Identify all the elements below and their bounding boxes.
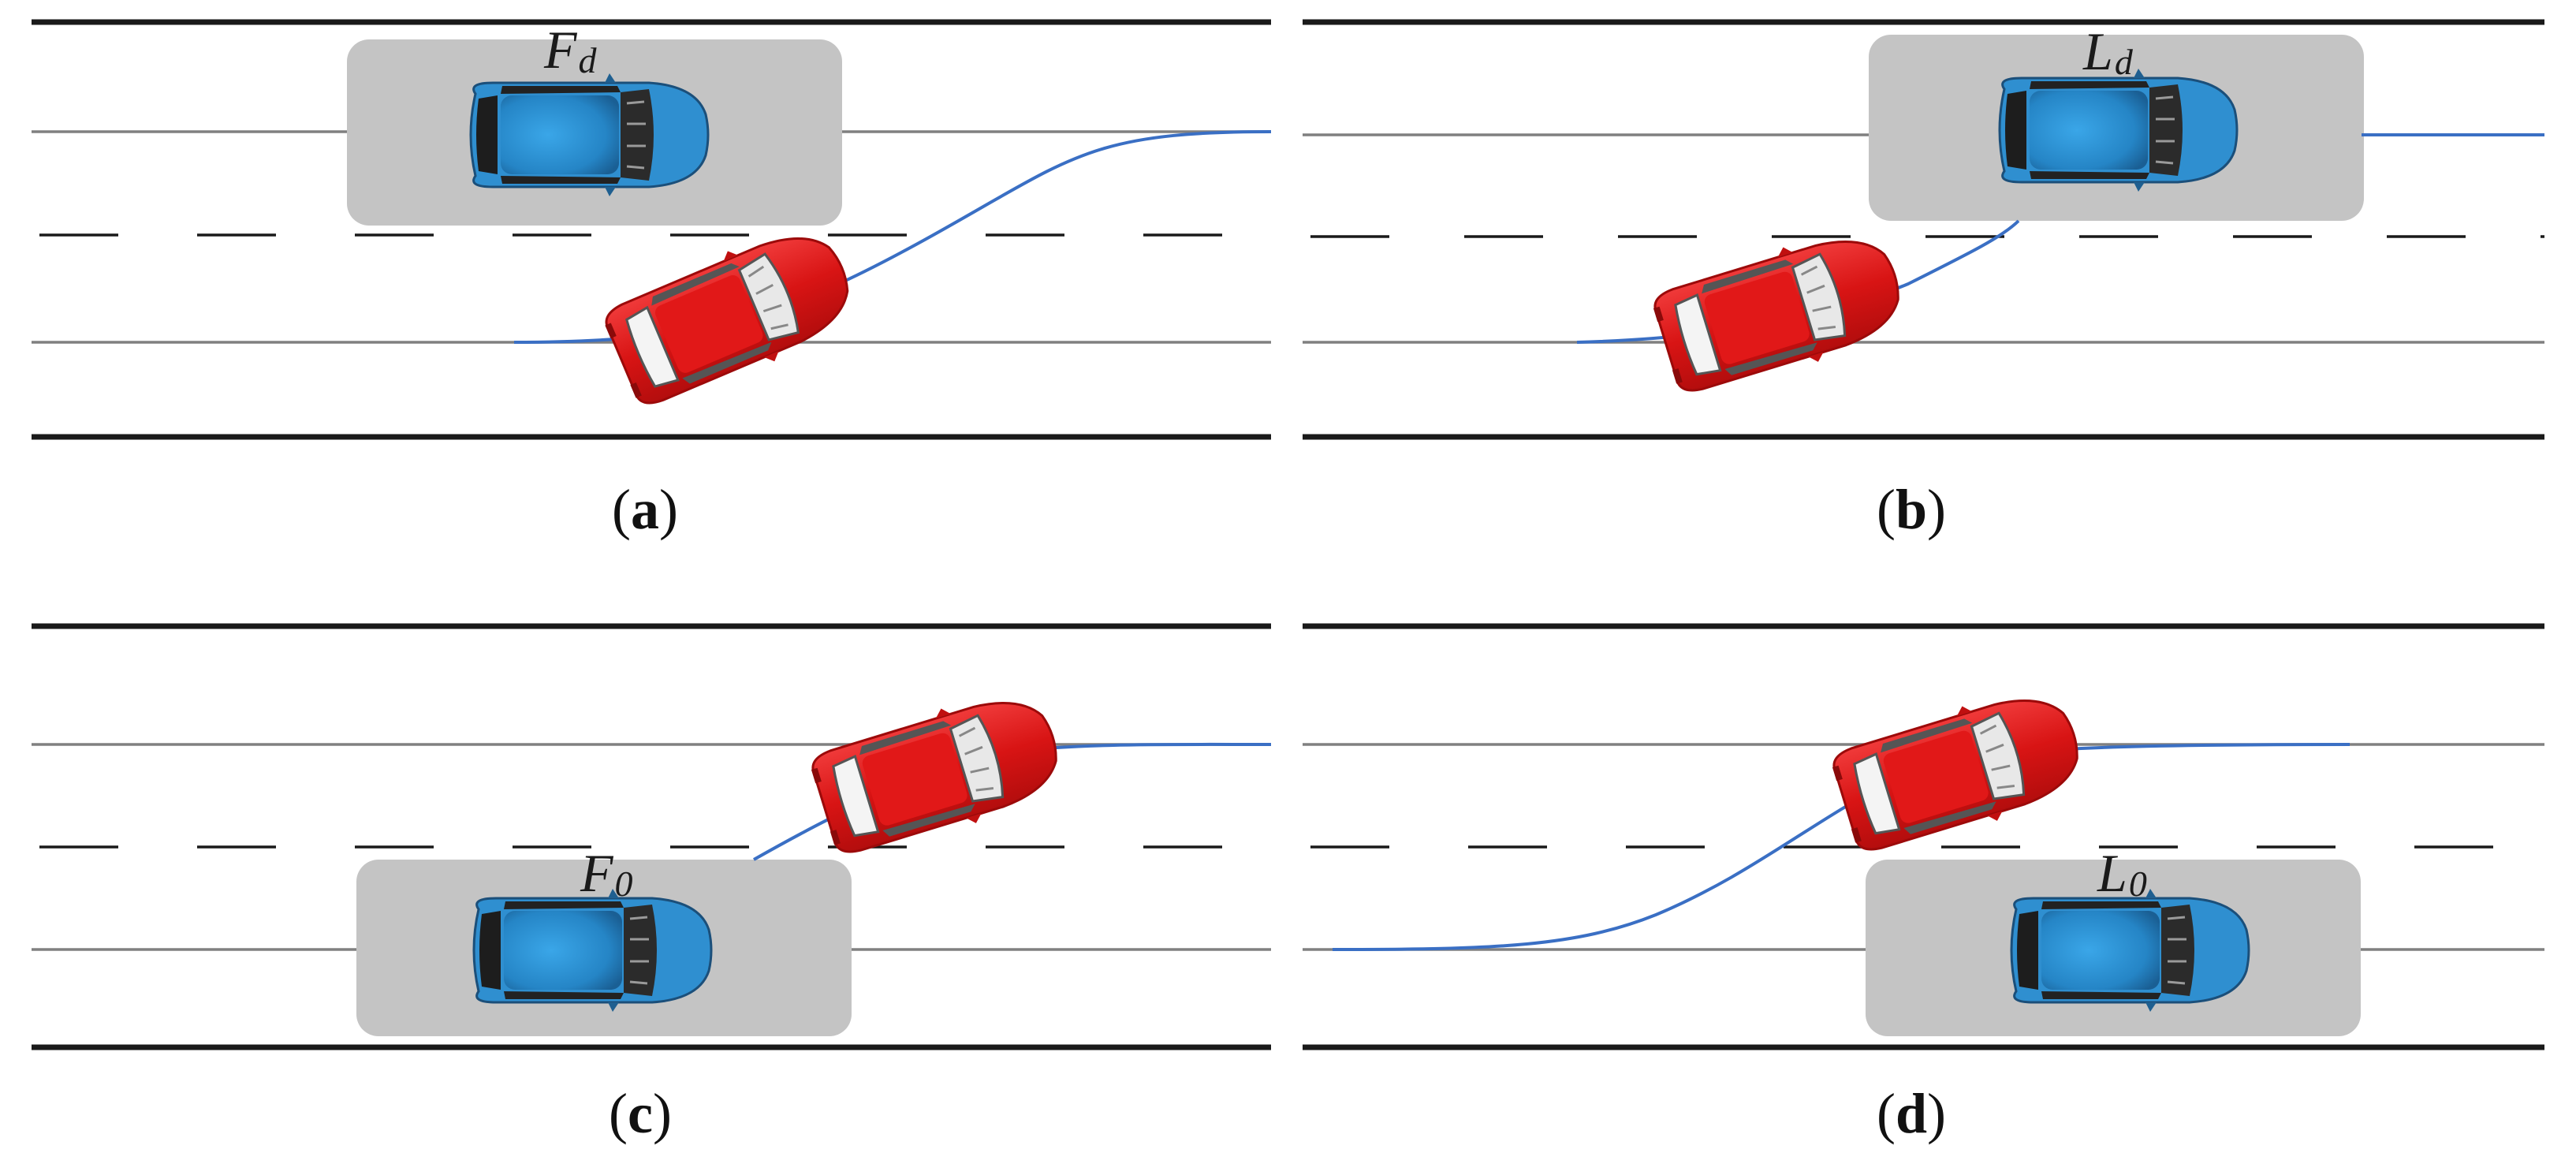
vehicle-label: Fd bbox=[543, 20, 598, 80]
caption: (b) bbox=[1877, 478, 1946, 541]
panel-b: Ld (b) bbox=[1303, 19, 2544, 541]
ego-vehicle bbox=[1646, 217, 1914, 405]
ego-vehicle bbox=[803, 678, 1072, 867]
ego-vehicle bbox=[595, 211, 867, 419]
caption: (c) bbox=[609, 1082, 672, 1145]
other-vehicle bbox=[469, 72, 710, 198]
caption: (a) bbox=[612, 478, 678, 541]
road-a bbox=[32, 19, 1271, 440]
other-vehicle bbox=[472, 887, 713, 1013]
other-vehicle bbox=[1998, 67, 2239, 193]
panel-c: F0 (c) bbox=[32, 623, 1272, 1145]
panel-a: Fd (a) bbox=[32, 19, 1272, 541]
caption: (d) bbox=[1877, 1082, 1946, 1145]
vehicle-label: L0 bbox=[2097, 843, 2147, 904]
ego-vehicle bbox=[1825, 676, 2093, 864]
other-vehicle bbox=[2010, 887, 2250, 1013]
vehicle-label: Ld bbox=[2082, 21, 2134, 82]
vehicle-label: F0 bbox=[580, 843, 633, 904]
panel-d: L0 (d) bbox=[1303, 623, 2544, 1145]
